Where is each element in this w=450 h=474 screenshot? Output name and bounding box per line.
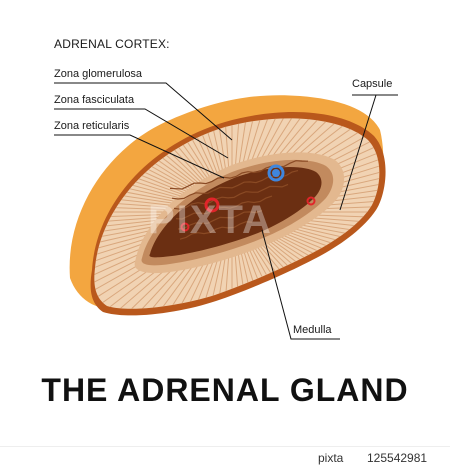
medulla-wave-line xyxy=(177,209,263,230)
label-zona-reticularis: Zona reticularis xyxy=(54,120,130,132)
medulla-wave-line xyxy=(175,195,273,220)
leader-line-capsule xyxy=(339,94,398,211)
vessel-artery-small-right xyxy=(306,196,316,206)
vessel-artery-large xyxy=(204,197,220,213)
medulla-wave-line xyxy=(173,183,289,210)
watermark-text: PIXTA xyxy=(148,198,273,242)
leader-line-glomerulosa xyxy=(54,82,233,141)
fasciculata-stripe xyxy=(221,118,231,185)
label-capsule: Capsule xyxy=(352,78,393,90)
footer-bar xyxy=(0,446,450,470)
leader-line-reticularis xyxy=(54,134,225,179)
footer-brand: pixta xyxy=(318,451,344,465)
leader-line-fasciculata xyxy=(54,108,229,159)
medulla-region xyxy=(149,167,322,258)
leader-lines xyxy=(54,82,398,340)
medulla-wave-line xyxy=(179,221,253,240)
section-heading: ADRENAL CORTEX: xyxy=(54,37,170,51)
diagram-title: THE ADRENAL GLAND xyxy=(41,372,409,408)
leader-line-medulla xyxy=(261,229,340,340)
label-zona-fasciculata: Zona fasciculata xyxy=(54,94,135,106)
footer-image-id: 125542981 xyxy=(367,451,428,465)
medulla-wave-line xyxy=(169,160,309,190)
vessel-vein-blue xyxy=(267,164,285,182)
vessel-artery-small-left xyxy=(180,222,190,232)
label-medulla: Medulla xyxy=(293,324,332,336)
label-zona-glomerulosa: Zona glomerulosa xyxy=(54,68,143,80)
vessel-vein-blue-core xyxy=(272,169,280,177)
